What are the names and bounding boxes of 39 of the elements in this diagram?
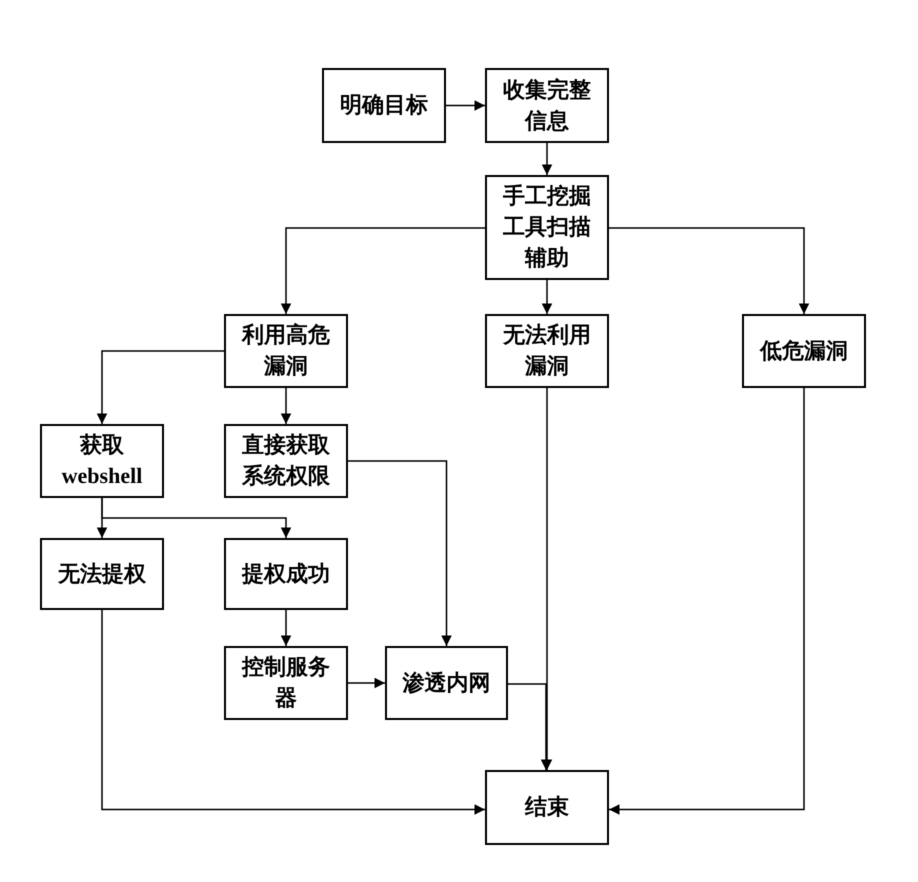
arrow	[96, 350, 224, 424]
arrow	[542, 280, 552, 314]
step-label: 手工挖掘工具扫描辅助	[502, 182, 592, 272]
process-box	[485, 175, 609, 280]
arrow	[609, 388, 805, 815]
arrow	[101, 610, 485, 815]
arrow	[101, 498, 292, 538]
step-label: 渗透内网	[402, 668, 490, 697]
process-box	[485, 68, 609, 143]
process-box	[224, 538, 348, 610]
process-box	[742, 314, 866, 388]
process-box	[485, 770, 609, 845]
step-label: 提权成功	[242, 560, 330, 588]
process-box	[224, 314, 348, 388]
process-box	[322, 68, 446, 143]
step-label: 利用高危漏洞	[240, 321, 331, 380]
arrow	[348, 678, 385, 688]
step-label: 结束	[525, 793, 569, 822]
step-label: 直接获取系统权限	[240, 431, 331, 490]
process-box	[40, 538, 164, 610]
step-label: 无法利用漏洞	[502, 321, 592, 380]
process-box	[224, 424, 348, 498]
arrow	[280, 610, 292, 646]
step-label: 无法提权	[58, 560, 146, 588]
step-label: 控制服务器	[240, 653, 331, 712]
step-label: 明确目标	[340, 91, 428, 120]
step-label: 低危漏洞	[760, 336, 848, 365]
arrow	[609, 227, 810, 314]
process-box	[224, 646, 348, 720]
step-label: 收集完整信息	[502, 76, 592, 134]
process-box	[485, 314, 609, 388]
arrow	[542, 143, 552, 175]
arrow	[348, 460, 452, 646]
arrow	[280, 227, 485, 314]
arrow	[280, 388, 292, 424]
process-box	[40, 424, 164, 498]
process-box	[385, 646, 508, 720]
arrow	[446, 100, 485, 111]
step-label: 获取 webshell	[60, 431, 144, 490]
